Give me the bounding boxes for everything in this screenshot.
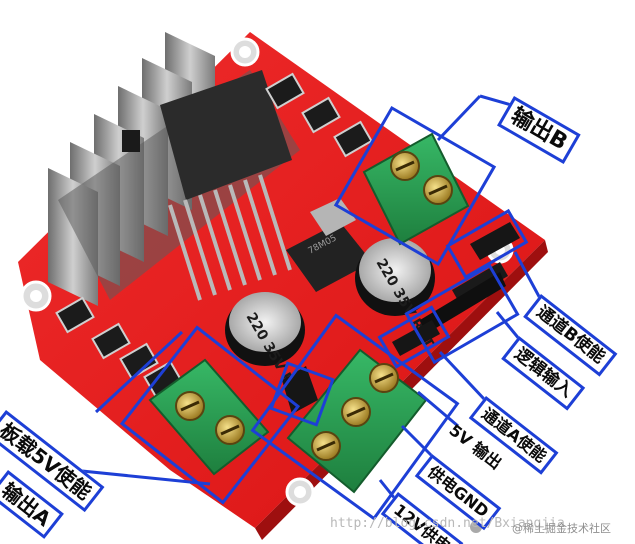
driver-chip-legs (168, 174, 292, 301)
watermark-url: http://blog.csdn.net/Bxiangjia (330, 516, 565, 531)
voltage-regulator: 78M05 (286, 198, 372, 292)
heatsink (48, 32, 300, 306)
callout-leaders (71, 94, 544, 521)
watermark (468, 514, 630, 540)
terminal-block-output-b (362, 132, 470, 246)
terminal-block-power (286, 348, 428, 494)
terminal-block-output-a (148, 358, 270, 476)
watermark-credit: @稀土掘金技术社区 (512, 522, 611, 535)
